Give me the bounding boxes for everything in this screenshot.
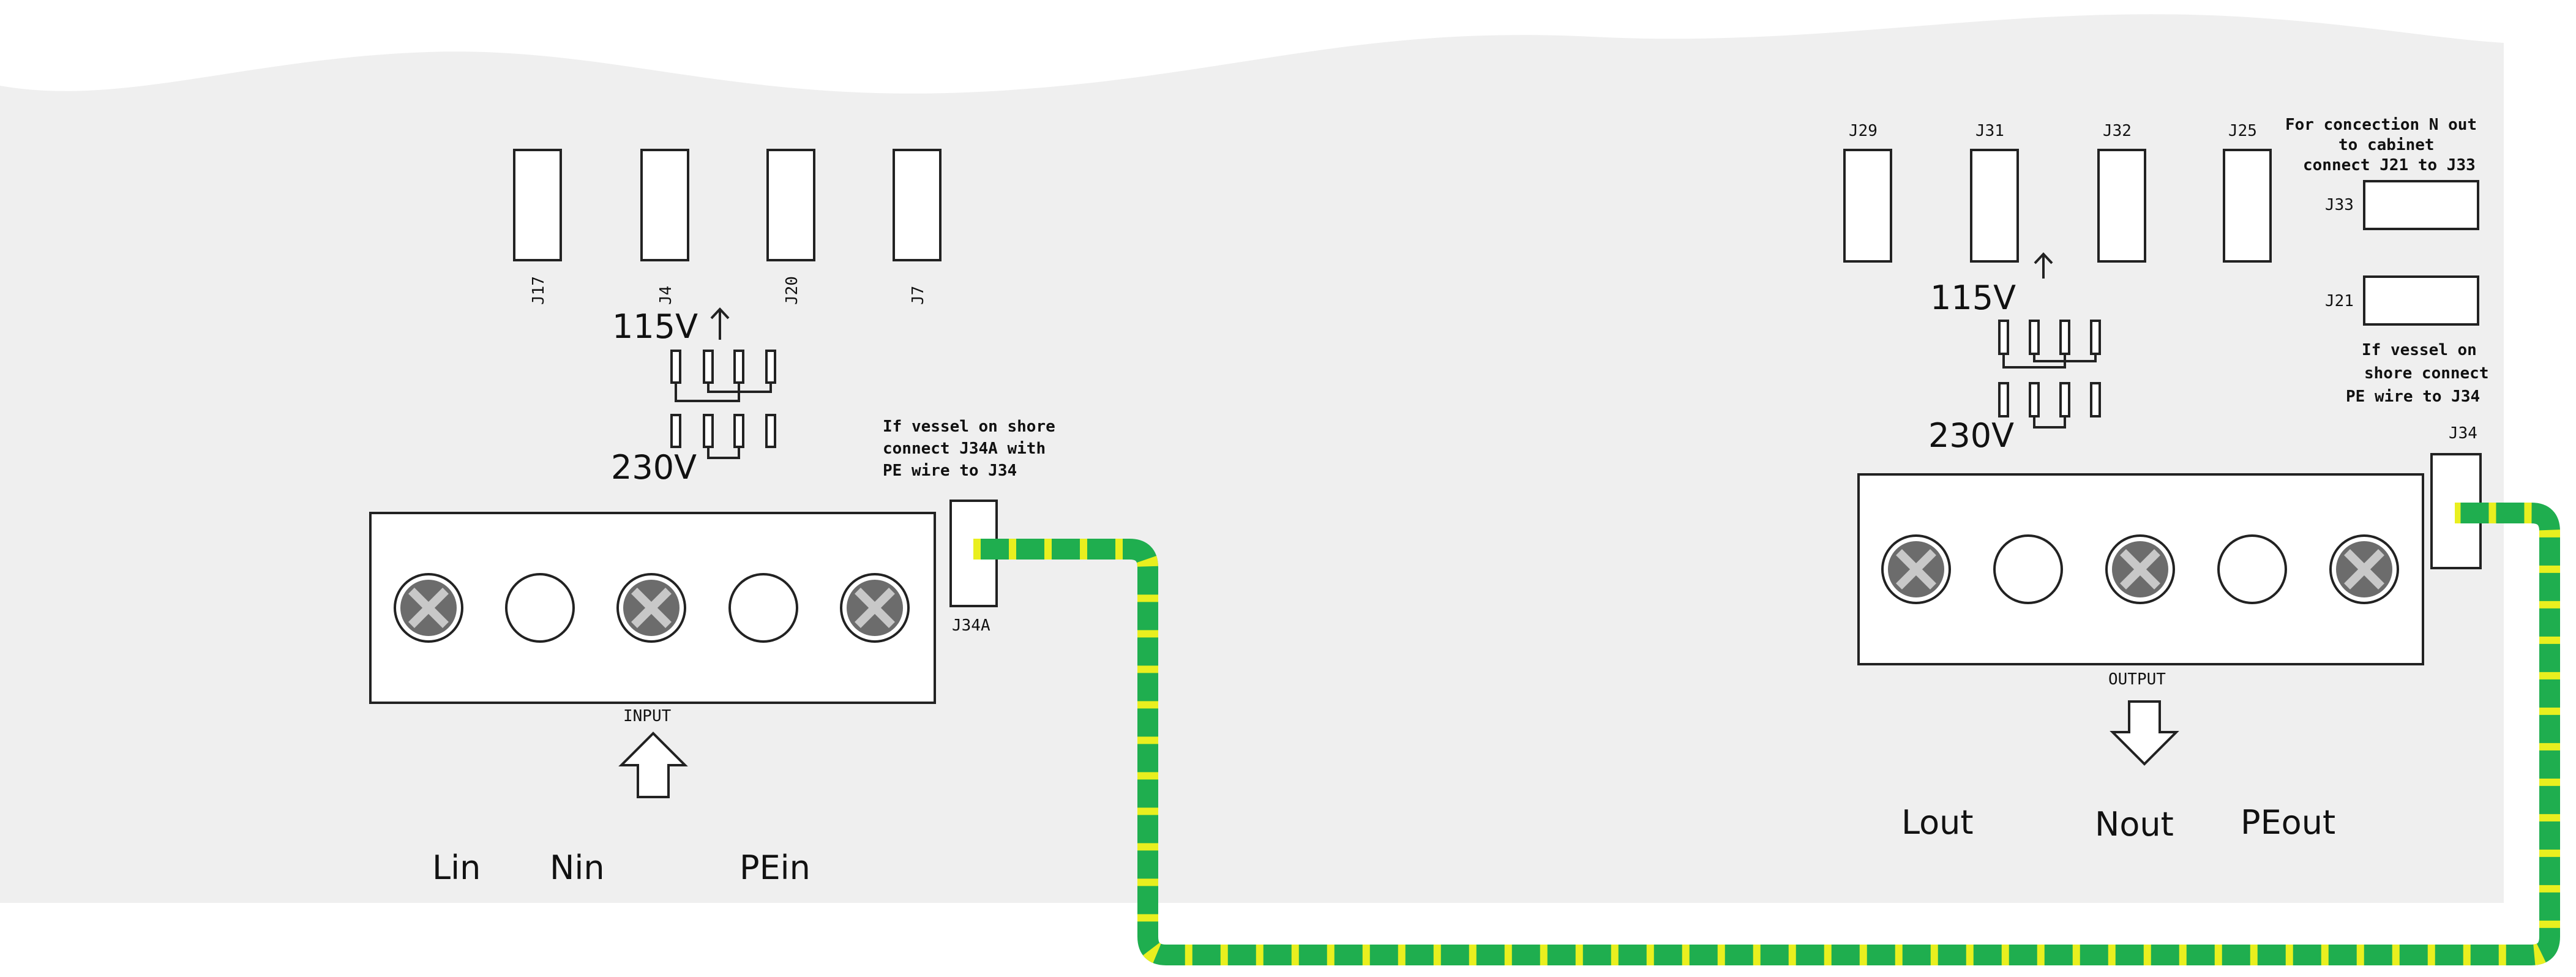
j34a-note-line-2: connect J34A with xyxy=(883,440,1046,458)
n-note-line-1: For concection N out xyxy=(2285,116,2477,134)
j34a-note-line-1: If vessel on shore xyxy=(883,417,1055,436)
terminal-peout-label: PEout xyxy=(2241,803,2335,842)
terminal-lout-label: Lout xyxy=(1901,803,1974,842)
connector-j7 xyxy=(893,149,942,261)
terminal-lin-label: Lin xyxy=(432,848,481,887)
output-terminal-block: OUTPUT Lout Nout PEout xyxy=(1857,473,2424,844)
pe-wire xyxy=(973,503,2560,965)
output-block-label: OUTPUT xyxy=(2108,670,2166,689)
pin-3 xyxy=(733,350,744,384)
label-j25: J25 xyxy=(2228,122,2257,140)
input-block-label: INPUT xyxy=(623,707,672,725)
j34-note-line-2: shore connect xyxy=(2364,364,2489,383)
pe-wire-green xyxy=(973,503,2560,965)
out-pin-8 xyxy=(2090,382,2101,417)
j34-note-line-1: If vessel on xyxy=(2362,341,2477,359)
pin-6 xyxy=(703,414,714,448)
jumper-link-bottom xyxy=(707,447,740,459)
connector-j29 xyxy=(1843,149,1892,263)
pin-1 xyxy=(670,350,681,384)
out-pin-1 xyxy=(1998,320,2009,355)
out-jumper-link-bottom xyxy=(2033,416,2066,429)
output-pe-note: If vessel on shore connect PE wire to J3… xyxy=(2346,341,2489,569)
selector-arrow-icon xyxy=(710,307,730,340)
screw-terminal-n-icon xyxy=(616,573,686,643)
label-j17: J17 xyxy=(530,276,548,305)
output-connectors: J29 J31 J32 J25 xyxy=(1843,122,2272,263)
terminal-nin-label: Nin xyxy=(550,848,605,887)
jumper-link-top xyxy=(675,383,772,402)
out-screw-terminal-l-icon xyxy=(1881,534,1951,604)
input-voltage-selector: 115V 230V xyxy=(611,307,776,487)
out-voltage-230v-label: 230V xyxy=(1928,416,2014,455)
out-terminal-hole-2 xyxy=(2217,534,2287,604)
output-n-note: For concection N out to cabinet connect … xyxy=(2285,116,2479,326)
out-pin-5 xyxy=(1998,382,2009,417)
out-voltage-115v-label: 115V xyxy=(1930,279,2016,317)
out-pin-6 xyxy=(2029,382,2040,417)
terminal-n-hole xyxy=(505,573,575,643)
j34a-label: J34A xyxy=(952,616,990,635)
terminal-nout-label: Nout xyxy=(2095,805,2174,844)
out-pin-3 xyxy=(2059,320,2070,355)
pin-7 xyxy=(733,414,744,448)
connector-j4 xyxy=(640,149,689,261)
connector-j17 xyxy=(513,149,562,261)
out-screw-terminal-pe-icon xyxy=(2329,534,2399,604)
connector-j31 xyxy=(1970,149,2019,263)
pin-8 xyxy=(765,414,776,448)
connector-j33 xyxy=(2363,180,2479,230)
label-j33: J33 xyxy=(2325,196,2354,214)
input-pe-jumper: J34A If vessel on shore connect J34A wit… xyxy=(883,417,1055,635)
input-connectors: J17 J4 J20 J7 xyxy=(513,149,942,305)
terminal-pein-label: PEin xyxy=(739,848,811,887)
out-selector-arrow-icon xyxy=(2034,252,2053,279)
n-note-line-2: to cabinet xyxy=(2338,136,2435,154)
out-pin-7 xyxy=(2059,382,2070,417)
output-arrow-icon xyxy=(2110,700,2179,766)
input-arrow-icon xyxy=(618,732,688,798)
pin-5 xyxy=(670,414,681,448)
connector-j25 xyxy=(2223,149,2272,263)
out-terminal-hole-1 xyxy=(1993,534,2063,604)
out-screw-terminal-n-icon xyxy=(2105,534,2175,604)
input-terminal-block: INPUT Lin Nin PEin xyxy=(369,512,936,887)
label-j20: J20 xyxy=(783,276,801,305)
j34-label: J34 xyxy=(2449,424,2477,443)
label-j29: J29 xyxy=(1849,122,1878,140)
output-voltage-selector: 115V 230V xyxy=(1928,252,2101,455)
voltage-115v-label: 115V xyxy=(612,307,698,346)
j34a-note-line-3: PE wire to J34 xyxy=(883,462,1017,480)
screw-terminal-l-icon xyxy=(394,573,463,643)
voltage-230v-label: 230V xyxy=(611,448,697,487)
pin-2 xyxy=(703,350,714,384)
label-j21: J21 xyxy=(2325,292,2354,310)
connector-j20 xyxy=(766,149,815,261)
screw-terminal-pe-icon xyxy=(840,573,910,643)
connector-j32 xyxy=(2097,149,2146,263)
connector-j21 xyxy=(2363,275,2479,326)
j34-note-line-3: PE wire to J34 xyxy=(2346,387,2480,406)
panel-background xyxy=(0,14,2504,904)
out-pin-4 xyxy=(2090,320,2101,355)
out-pin-2 xyxy=(2029,320,2040,355)
label-j7: J7 xyxy=(909,286,927,305)
label-j32: J32 xyxy=(2103,122,2132,140)
n-note-line-3: connect J21 to J33 xyxy=(2303,156,2476,174)
out-jumper-link-top xyxy=(2002,354,2097,369)
label-j31: J31 xyxy=(1975,122,2004,140)
terminal-pe-hole xyxy=(728,573,798,643)
pin-4 xyxy=(765,350,776,384)
label-j4: J4 xyxy=(657,286,675,305)
